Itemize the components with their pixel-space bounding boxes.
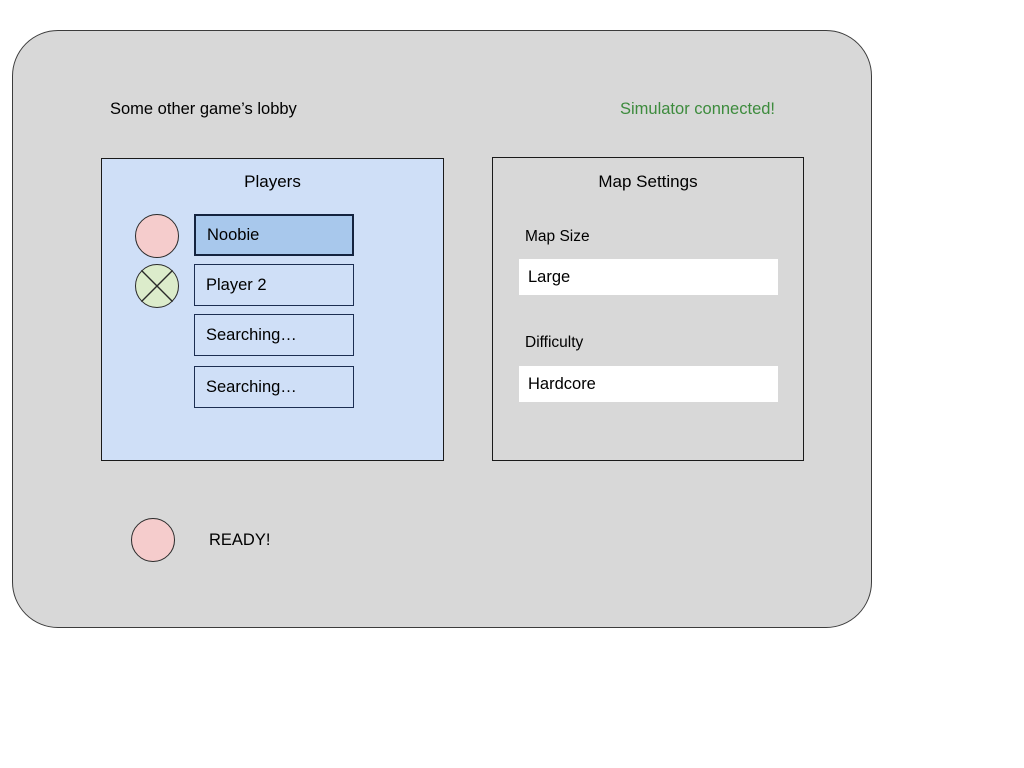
player-list: Noobie Player 2 Searching… Searching…: [194, 214, 354, 416]
lobby-title: Some other game’s lobby: [110, 100, 297, 118]
lobby-window: Some other game’s lobby Simulator connec…: [12, 30, 872, 628]
simulator-status-text: Simulator connected!: [620, 100, 776, 118]
difficulty-field[interactable]: Hardcore: [519, 366, 778, 402]
map-settings-title: Map Settings: [598, 172, 698, 191]
player-row-label: Searching…: [206, 378, 297, 396]
player-row-label: Player 2: [206, 276, 267, 294]
map-size-field[interactable]: Large: [519, 259, 778, 295]
circle-icon: [131, 518, 175, 562]
circle-icon: [135, 214, 179, 258]
map-settings-panel: Map Settings Map Size Large Difficulty H…: [492, 157, 804, 461]
player-row[interactable]: Player 2: [194, 264, 354, 306]
player-row[interactable]: Searching…: [194, 314, 354, 356]
ready-label: READY!: [209, 531, 271, 549]
players-panel-title: Players: [244, 172, 301, 191]
player-row[interactable]: Searching…: [194, 366, 354, 408]
ready-row[interactable]: READY!: [131, 518, 270, 562]
crossed-circle-icon: [135, 264, 179, 308]
player-row-label: Searching…: [206, 326, 297, 344]
map-size-label: Map Size: [525, 228, 590, 245]
map-size-value: Large: [528, 268, 571, 286]
player-row[interactable]: Noobie: [194, 214, 354, 256]
difficulty-value: Hardcore: [528, 375, 596, 393]
difficulty-label: Difficulty: [525, 334, 584, 351]
player-row-label: Noobie: [207, 226, 260, 244]
players-panel: Players Noobie Player 2 Searching…: [101, 158, 444, 461]
